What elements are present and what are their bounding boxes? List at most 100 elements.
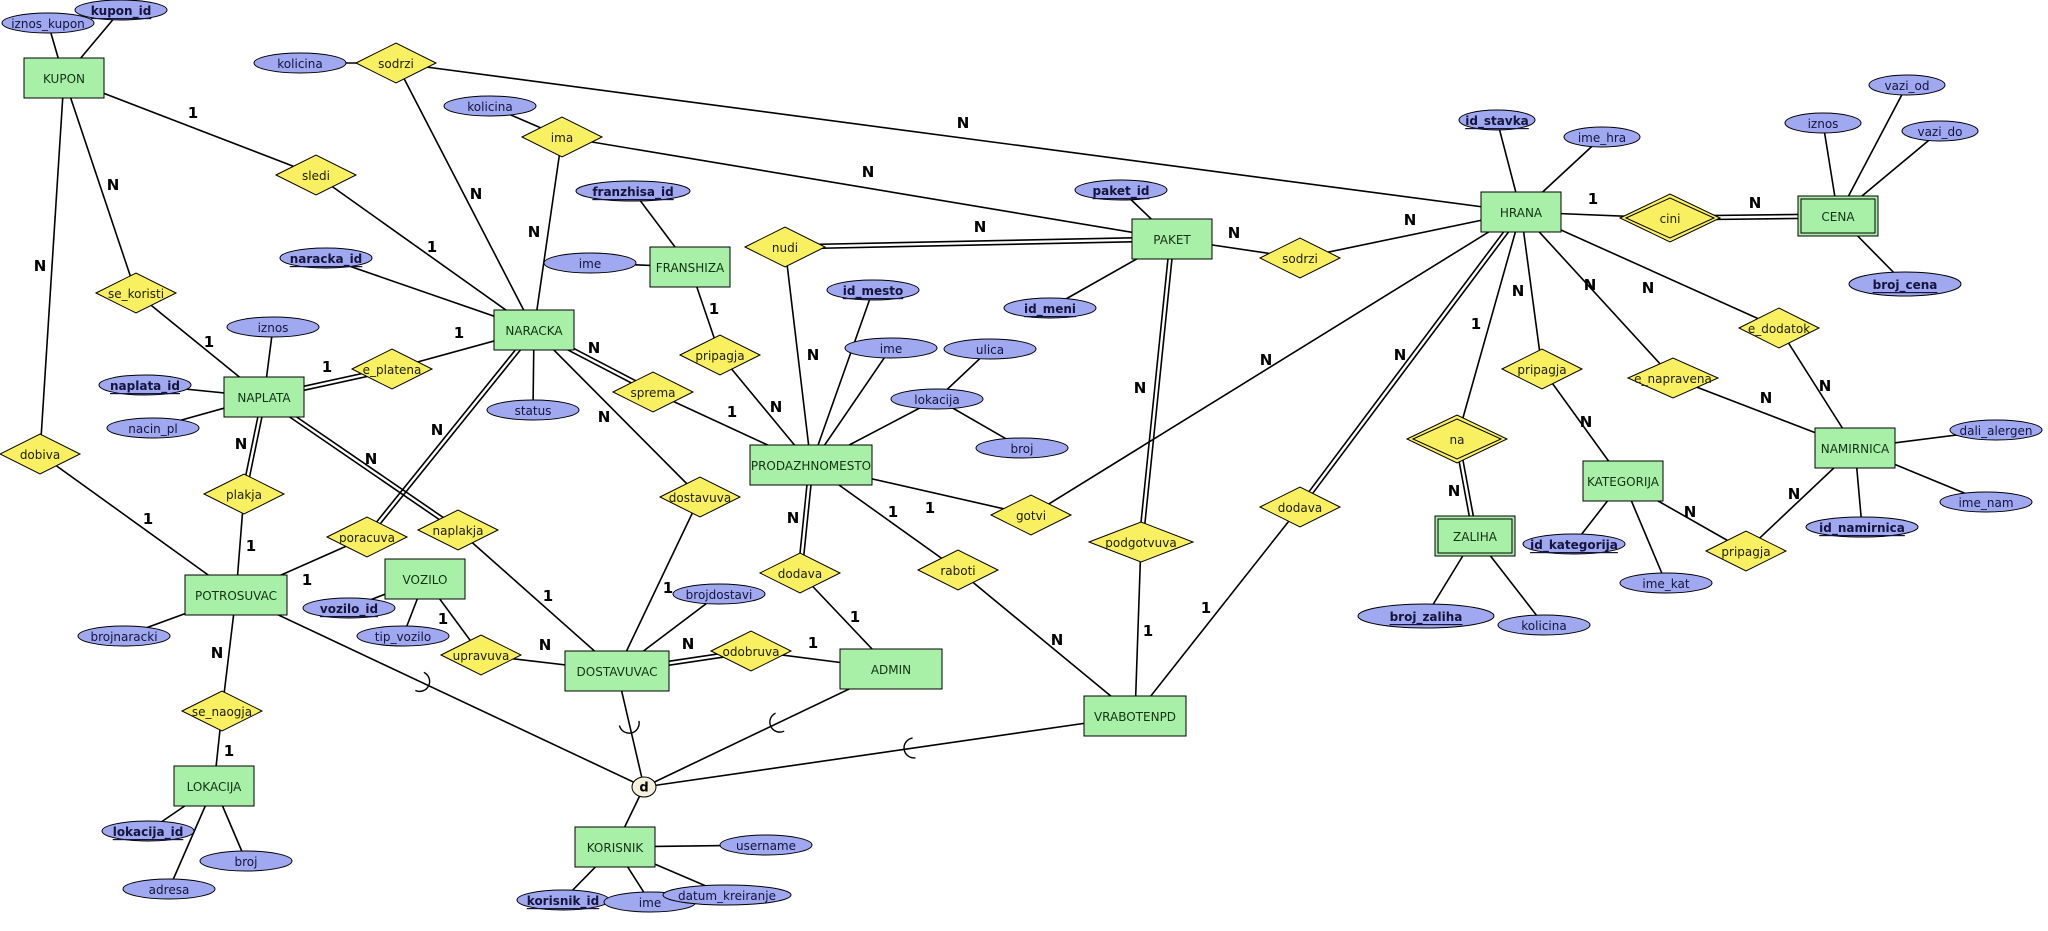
attribute-adresa[interactable]: adresa — [122, 878, 216, 900]
attribute-kolicina-zal[interactable]: kolicina — [1497, 614, 1591, 636]
entity-prodazhnomesto[interactable]: PRODAZHNOMESTO — [749, 444, 873, 486]
attribute-id-meni[interactable]: id_meni — [1003, 297, 1097, 319]
relationship-e-dodatok[interactable]: e_dodatok — [1737, 307, 1821, 349]
attribute-ime-fr[interactable]: ime — [543, 252, 637, 274]
attribute-tip-vozilo[interactable]: tip_vozilo — [356, 625, 450, 647]
entity-naracka[interactable]: NARACKA — [493, 309, 575, 351]
relationship-pripagja3[interactable]: pripagja — [1704, 530, 1788, 572]
relationship-diamond — [1737, 307, 1821, 349]
attribute-brojnaracki[interactable]: brojnaracki — [77, 625, 171, 647]
attribute-ellipse — [1868, 74, 1946, 96]
attribute-ellipse — [672, 583, 766, 605]
attribute-franzhisa-id[interactable]: franzhisa_id — [575, 180, 691, 202]
relationship-nudi[interactable]: nudi — [743, 226, 827, 268]
entity-label: HRANA — [1500, 206, 1543, 220]
relationship-dobiva[interactable]: dobiva — [0, 433, 82, 475]
attribute-lokacija-pm[interactable]: lokacija — [890, 388, 984, 410]
relationship-dodava2[interactable]: dodava — [1258, 486, 1342, 528]
attribute-brojdostavi[interactable]: brojdostavi — [672, 583, 766, 605]
attribute-vazi-od[interactable]: vazi_od — [1868, 74, 1946, 96]
attribute-ime-nam[interactable]: ime_nam — [1939, 491, 2033, 513]
relationship-diamond — [202, 473, 286, 515]
attribute-iznos-cena[interactable]: iznos — [1784, 112, 1862, 134]
attribute-kolicina-sodrzi[interactable]: kolicina — [253, 52, 347, 74]
entity-dostavuvac[interactable]: DOSTAVUVAC — [564, 650, 670, 692]
relationship-se-naogja[interactable]: se_naogja — [180, 690, 264, 732]
attribute-nacin-pl[interactable]: nacin_pl — [106, 417, 200, 439]
entity-kupon[interactable]: KUPON — [23, 57, 105, 99]
attribute-datum-kreiranje[interactable]: datum_kreiranje — [662, 884, 792, 906]
entity-vozilo[interactable]: VOZILO — [384, 558, 466, 600]
attribute-dali-alergen[interactable]: dali_alergen — [1949, 419, 2043, 441]
attribute-id-stavka[interactable]: id_stavka — [1458, 109, 1536, 131]
relationship-label: sodrzi — [378, 57, 414, 71]
attribute-lokacija-id[interactable]: lokacija_id — [101, 820, 195, 842]
attribute-kolicina-ima[interactable]: kolicina — [443, 95, 537, 117]
entity-kategorija[interactable]: KATEGORIJA — [1582, 460, 1664, 502]
relationship-e-platena[interactable]: e_platena — [350, 348, 434, 390]
attribute-broj-pm[interactable]: broj — [975, 437, 1069, 459]
entity-naplata[interactable]: NAPLATA — [223, 376, 305, 418]
relationship-pripagja1[interactable]: pripagja — [678, 334, 762, 376]
relationship-raboti[interactable]: raboti — [916, 549, 1000, 591]
relationship-sodrzi1[interactable]: sodrzi — [354, 42, 438, 84]
attribute-ellipse — [1458, 109, 1536, 131]
relationship-naplakja[interactable]: naplakja — [416, 509, 500, 551]
cardinality-label: N — [682, 635, 695, 653]
attribute-naplata-id[interactable]: naplata_id — [98, 374, 192, 396]
attribute-iznos-np[interactable]: iznos — [226, 316, 320, 338]
entity-admin[interactable]: ADMIN — [839, 648, 943, 690]
entity-zaliha[interactable]: ZALIHA — [1434, 515, 1516, 557]
attribute-ulica[interactable]: ulica — [943, 338, 1037, 360]
cardinality-label: 1 — [438, 610, 448, 628]
attribute-kupon-id[interactable]: kupon_id — [74, 0, 168, 21]
relationship-na[interactable]: na — [1405, 414, 1509, 464]
relationship-sodrzi2[interactable]: sodrzi — [1258, 237, 1342, 279]
relationship-cini[interactable]: cini — [1618, 193, 1722, 243]
cardinality-label: N — [1404, 211, 1417, 229]
attribute-broj-zaliha[interactable]: broj_zaliha — [1357, 603, 1495, 629]
entity-korisnik[interactable]: KORISNIK — [574, 826, 656, 868]
entity-potrosuvac[interactable]: POTROSUVAC — [184, 574, 288, 616]
entity-cena[interactable]: CENA — [1797, 195, 1879, 237]
relationship-dodava1[interactable]: dodava — [758, 552, 842, 594]
entity-franshiza[interactable]: FRANSHIZA — [649, 246, 731, 288]
relationship-podgotvuva[interactable]: podgotvuva — [1087, 521, 1195, 563]
attribute-vozilo-id[interactable]: vozilo_id — [302, 597, 396, 619]
relationship-ima[interactable]: ima — [520, 116, 604, 158]
attribute-status[interactable]: status — [486, 399, 580, 421]
attribute-id-mesto[interactable]: id_mesto — [826, 279, 920, 301]
attribute-broj-cena[interactable]: broj_cena — [1848, 271, 1962, 297]
entity-hrana[interactable]: HRANA — [1480, 191, 1562, 233]
attribute-id-kategorija[interactable]: id_kategorija — [1522, 533, 1626, 555]
cardinality-label: 1 — [188, 104, 198, 122]
relationship-sledi[interactable]: sledi — [274, 154, 358, 196]
attribute-id-namirnica[interactable]: id_namirnica — [1805, 516, 1919, 538]
attribute-ime-pm[interactable]: ime — [844, 337, 938, 359]
relationship-line — [63, 77, 317, 176]
attribute-ime-kat[interactable]: ime_kat — [1619, 572, 1713, 594]
entity-paket[interactable]: PAKET — [1131, 218, 1213, 260]
entity-vrabotenpd[interactable]: VRABOTENPD — [1083, 695, 1187, 737]
relationship-sprema[interactable]: sprema — [611, 371, 695, 413]
attribute-korisnik-id[interactable]: korisnik_id — [516, 889, 610, 911]
relationship-pripagja2[interactable]: pripagja — [1500, 348, 1584, 390]
relationship-se-koristi[interactable]: se_koristi — [94, 272, 178, 314]
relationship-odobruva[interactable]: odobruva — [709, 630, 793, 672]
attribute-paket-id[interactable]: paket_id — [1074, 179, 1168, 201]
attribute-username[interactable]: username — [719, 834, 813, 856]
attribute-ellipse — [575, 180, 691, 202]
entity-lokacija[interactable]: LOKACIJA — [173, 765, 255, 807]
entity-namirnica[interactable]: NAMIRNICA — [1814, 427, 1896, 469]
attribute-broj-lok[interactable]: broj — [199, 850, 293, 872]
relationship-upravuva[interactable]: upravuva — [439, 634, 523, 676]
relationship-plakja[interactable]: plakja — [202, 473, 286, 515]
attribute-iznos-kupon[interactable]: iznos_kupon — [1, 12, 95, 34]
relationship-poracuva[interactable]: poracuva — [325, 516, 409, 558]
attribute-vazi-do[interactable]: vazi_do — [1901, 120, 1979, 142]
attribute-ime-hra[interactable]: ime_hra — [1563, 126, 1641, 148]
attribute-naracka-id[interactable]: naracka_id — [279, 247, 373, 269]
relationship-gotvi[interactable]: gotvi — [989, 494, 1073, 536]
relationship-dostavuva[interactable]: dostavuva — [658, 476, 742, 518]
relationship-e-napravena[interactable]: e_napravena — [1626, 357, 1720, 399]
